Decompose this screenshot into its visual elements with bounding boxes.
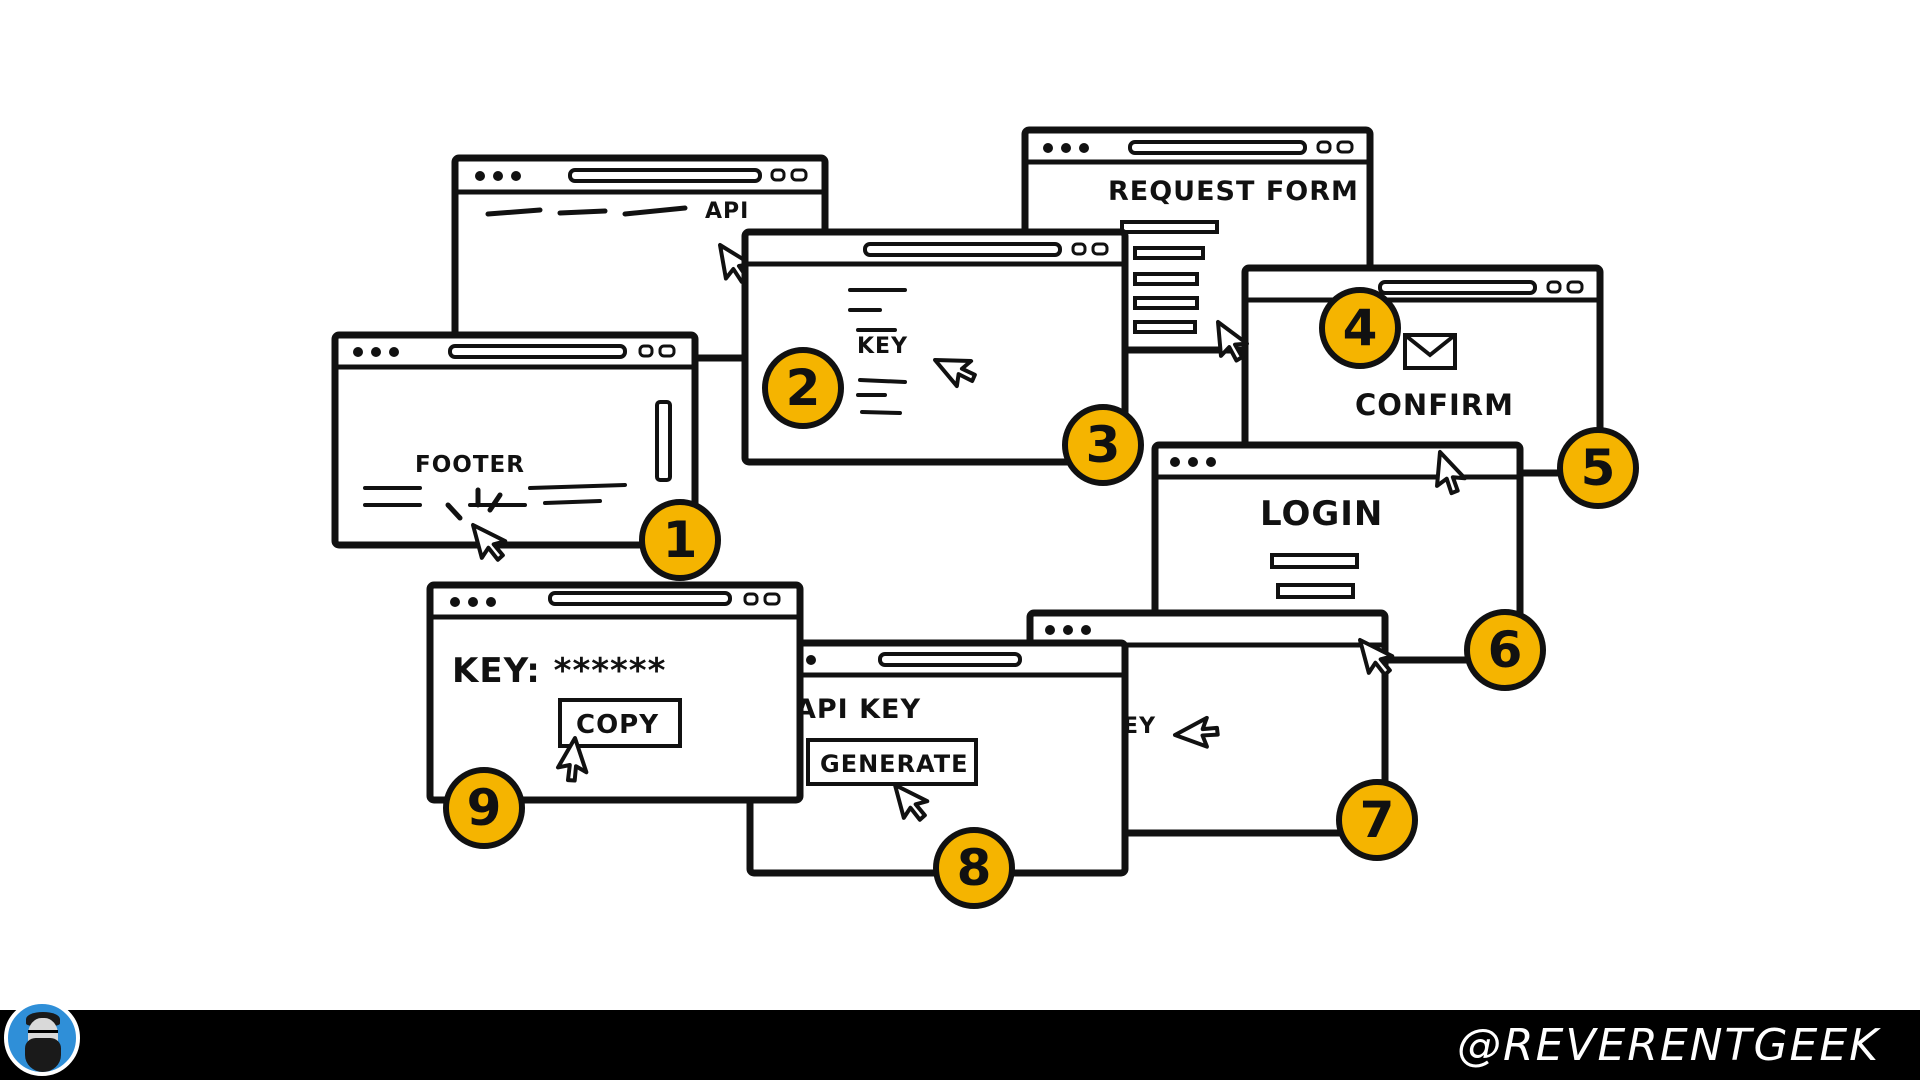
step-badge-number: 8 xyxy=(957,839,992,897)
window-key-label: KEY xyxy=(857,334,908,359)
step-badge-number: 7 xyxy=(1360,791,1395,849)
login-label: LOGIN xyxy=(1260,494,1383,534)
window-generate: API KEY GENERATE xyxy=(746,639,1129,877)
step-badge-7 xyxy=(1336,779,1418,861)
step-badge-number: 2 xyxy=(786,359,821,417)
step-badge-number: 5 xyxy=(1581,439,1616,497)
generate-button-label: GENERATE xyxy=(820,750,969,778)
copy-button-label: COPY xyxy=(576,710,659,740)
step-badge-number: 9 xyxy=(467,779,502,837)
window-api-label: API xyxy=(705,199,749,224)
bearded-man-avatar-icon xyxy=(4,1000,80,1076)
step-badge-9 xyxy=(443,767,525,849)
envelope-icon xyxy=(1403,333,1457,370)
window-api: API xyxy=(451,154,829,362)
footer-label: FOOTER xyxy=(415,452,525,478)
window-copy: KEY: ****** COPY xyxy=(426,581,804,804)
window-footer: FOOTER xyxy=(331,331,699,566)
step-badge-2 xyxy=(762,347,844,429)
step-badge-3 xyxy=(1062,404,1144,486)
step-badge-5 xyxy=(1557,427,1639,509)
request-form-title: REQUEST FORM xyxy=(1108,176,1359,207)
step-badges: 1 2 3 4 5 6 7 8 9 xyxy=(443,287,1639,909)
generate-button[interactable] xyxy=(806,738,978,786)
confirm-label: CONFIRM xyxy=(1355,388,1514,422)
step-badge-6 xyxy=(1464,609,1546,691)
footer-bar: @REVERENTGEEK xyxy=(0,1000,1920,1080)
generate-window-label: API KEY xyxy=(795,694,921,725)
step-badge-8 xyxy=(933,827,1015,909)
author-handle: @REVERENTGEEK xyxy=(1457,1020,1880,1071)
copy-button[interactable] xyxy=(558,698,682,748)
step-badge-4 xyxy=(1319,287,1401,369)
copy-window-key-label: KEY: ****** xyxy=(452,651,666,691)
step-badge-number: 1 xyxy=(663,511,698,569)
step-badge-number: 4 xyxy=(1343,299,1378,357)
journey-diagram: API REQUEST FORM KEY FOOTER xyxy=(331,126,1639,909)
step-badge-1 xyxy=(639,499,721,581)
step-badge-number: 3 xyxy=(1086,416,1121,474)
step-badge-number: 6 xyxy=(1488,621,1523,679)
